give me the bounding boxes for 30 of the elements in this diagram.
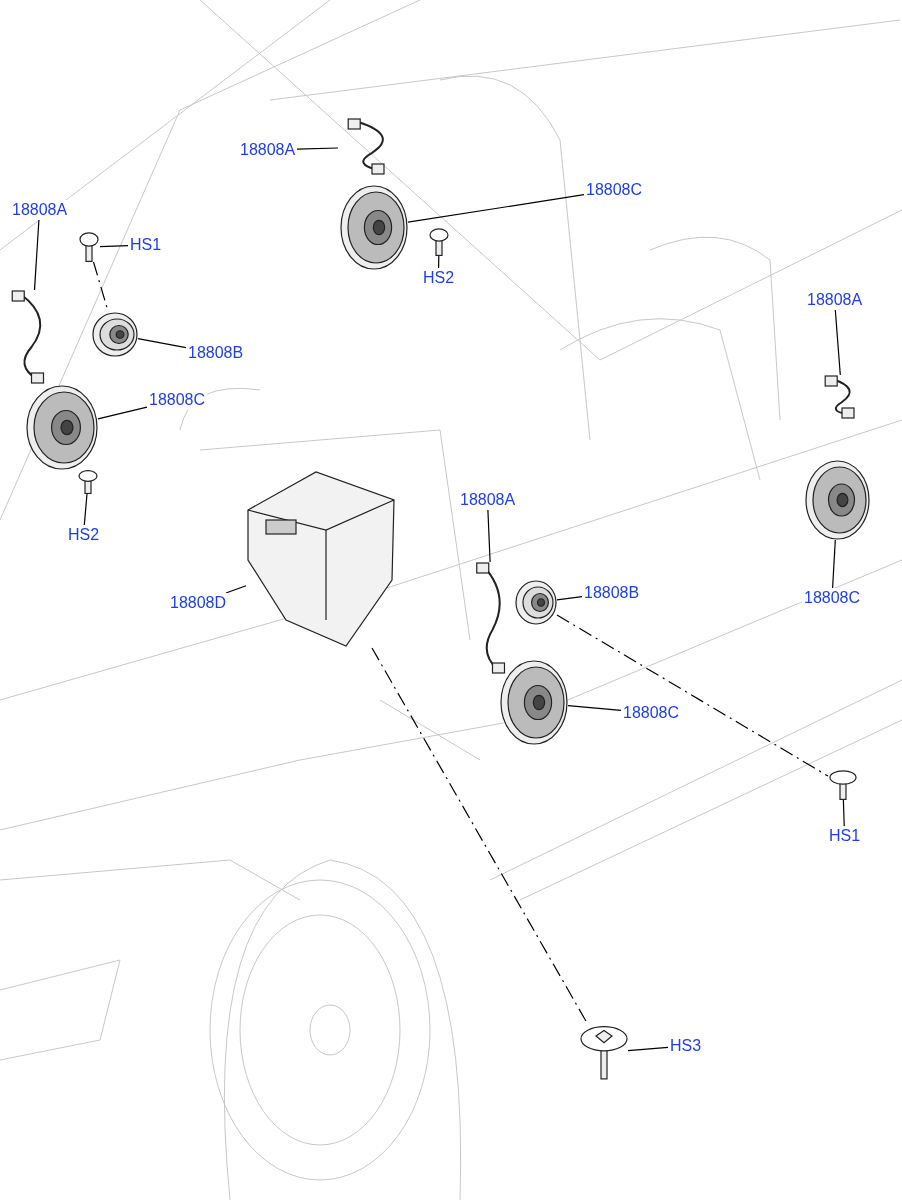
leader-line [834, 309, 841, 376]
leader-line [99, 245, 129, 248]
speaker-drawing [805, 460, 870, 540]
part-number: 18808A [10, 200, 70, 220]
leader-line [487, 509, 491, 563]
leader-line [33, 219, 40, 291]
screw-drawing [428, 228, 450, 256]
leader-line [556, 596, 583, 601]
tweeter-drawing [92, 312, 138, 357]
leader-line [83, 493, 88, 526]
tweeter-drawing [515, 580, 557, 625]
leader-line [407, 194, 585, 223]
leader-line [567, 705, 622, 711]
leader-line [842, 799, 845, 827]
leader-line [97, 406, 148, 420]
center-line [556, 614, 829, 777]
screw-drawing [77, 470, 99, 494]
leader-line [225, 585, 247, 594]
leader-line [137, 338, 187, 349]
screw-drawing [828, 770, 858, 800]
speaker-drawing [26, 385, 98, 470]
speaker-drawing [340, 185, 408, 270]
leader-line [296, 147, 339, 150]
leader-line [627, 1046, 669, 1052]
part-number: 18808C [147, 390, 208, 410]
amplifier-drawing [246, 470, 396, 648]
leader-line [832, 539, 836, 589]
screw-drawing [78, 232, 100, 262]
bolt-drawing [580, 1025, 628, 1080]
speaker-drawing [500, 660, 568, 745]
